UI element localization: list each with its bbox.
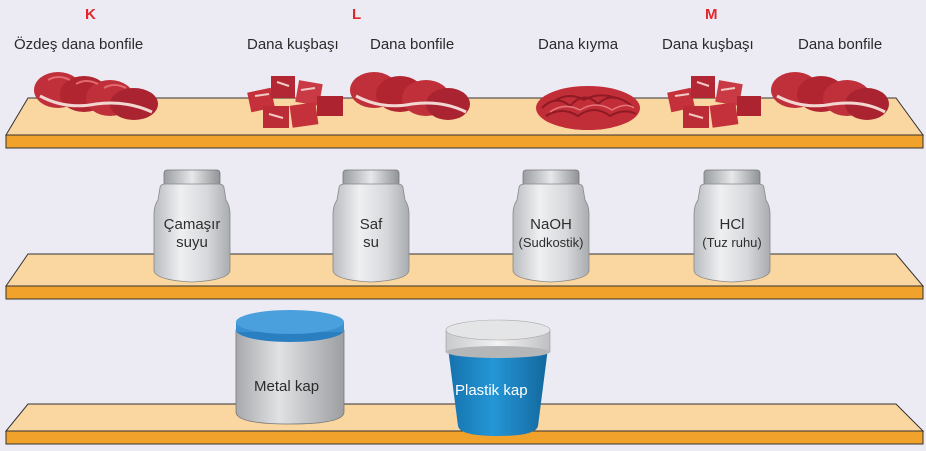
plastic-container-label: Plastik kap bbox=[455, 382, 528, 399]
plastic-container-icon bbox=[446, 320, 550, 436]
label-m: M bbox=[705, 6, 718, 23]
jar-2-label: Saf su bbox=[331, 216, 411, 252]
label-l: L bbox=[352, 6, 361, 23]
jar-1-name: Çamaşır bbox=[152, 216, 232, 234]
jar-3-label: NaOH (Sudkostik) bbox=[506, 216, 596, 252]
middle-shelf bbox=[6, 254, 923, 299]
metal-container-icon bbox=[236, 310, 344, 424]
jar-3-name: NaOH bbox=[506, 216, 596, 234]
jar-4-name: HCl bbox=[687, 216, 777, 234]
jar-2-name: Saf bbox=[331, 216, 411, 234]
metal-container-label: Metal kap bbox=[254, 378, 319, 395]
jar-4-label: HCl (Tuz ruhu) bbox=[687, 216, 777, 252]
jar-1-label: Çamaşır suyu bbox=[152, 216, 232, 252]
meat-label-3: Dana bonfile bbox=[370, 36, 454, 53]
label-k: K bbox=[85, 6, 96, 23]
meat-label-6: Dana bonfile bbox=[798, 36, 882, 53]
jar-4-sub: (Tuz ruhu) bbox=[687, 234, 777, 252]
jar-3-sub: (Sudkostik) bbox=[506, 234, 596, 252]
meat-label-1: Özdeş dana bonfile bbox=[14, 36, 143, 53]
meat-label-2: Dana kuşbaşı bbox=[247, 36, 339, 53]
meat-kiyma-icon bbox=[536, 86, 640, 130]
jar-2-sub: su bbox=[331, 234, 411, 252]
jar-1-sub: suyu bbox=[152, 234, 232, 252]
meat-label-5: Dana kuşbaşı bbox=[662, 36, 754, 53]
meat-label-4: Dana kıyma bbox=[538, 36, 618, 53]
